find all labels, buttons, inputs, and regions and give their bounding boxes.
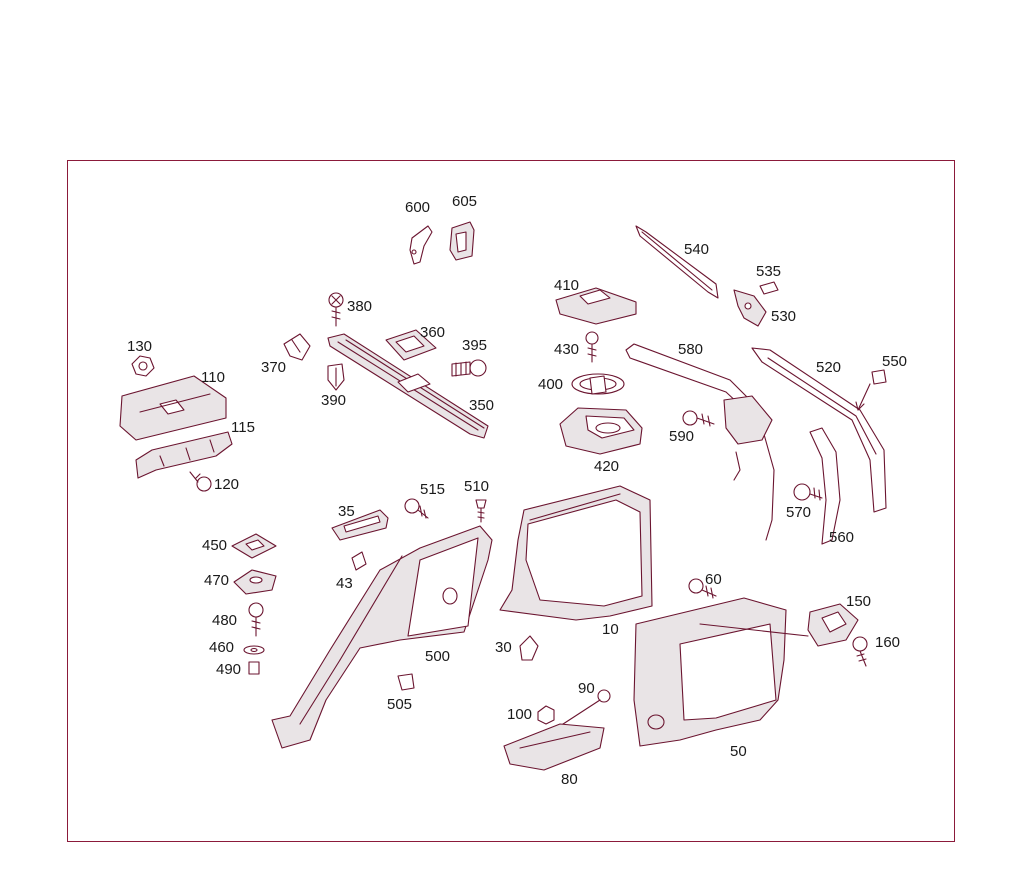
part-530-bracket xyxy=(733,289,767,327)
label-160: 160 xyxy=(875,634,900,651)
label-500: 500 xyxy=(425,648,450,665)
part-600-clip xyxy=(409,225,433,265)
part-505-clip xyxy=(397,673,415,691)
part-560-trim xyxy=(809,427,841,545)
part-360-cover xyxy=(385,329,437,361)
label-30: 30 xyxy=(495,639,512,656)
part-420-block xyxy=(559,407,643,455)
part-590-screw xyxy=(682,410,715,427)
part-160-screw xyxy=(852,636,868,667)
part-410-cover xyxy=(555,287,637,325)
label-60: 60 xyxy=(705,571,722,588)
label-100: 100 xyxy=(507,706,532,723)
label-43: 43 xyxy=(336,575,353,592)
part-350-sill-plate xyxy=(327,333,489,439)
label-510: 510 xyxy=(464,478,489,495)
label-50: 50 xyxy=(730,743,747,760)
label-480: 480 xyxy=(212,612,237,629)
label-530: 530 xyxy=(771,308,796,325)
part-510-screw xyxy=(475,499,487,523)
part-535-pin xyxy=(759,281,779,295)
part-150-bracket xyxy=(807,603,859,647)
label-130: 130 xyxy=(127,338,152,355)
label-550: 550 xyxy=(882,353,907,370)
label-110: 110 xyxy=(201,369,225,386)
part-470-holder xyxy=(233,569,277,595)
part-520-strip xyxy=(751,347,887,513)
part-10-trunk-trim xyxy=(499,485,653,621)
label-470: 470 xyxy=(204,572,229,589)
label-380: 380 xyxy=(347,298,372,315)
label-490: 490 xyxy=(216,661,241,678)
part-490-sleeve xyxy=(248,661,260,675)
label-580: 580 xyxy=(678,341,703,358)
part-60-screw xyxy=(688,578,717,599)
label-370: 370 xyxy=(261,359,286,376)
label-150: 150 xyxy=(846,593,871,610)
part-380-screw xyxy=(328,292,344,327)
label-410: 410 xyxy=(554,277,579,294)
label-520: 520 xyxy=(816,359,841,376)
label-80: 80 xyxy=(561,771,578,788)
label-420: 420 xyxy=(594,458,619,475)
diagram-frame xyxy=(67,160,955,842)
part-515-screw xyxy=(404,498,429,519)
part-43-clip xyxy=(351,551,367,571)
label-90: 90 xyxy=(578,680,595,697)
part-390-clip xyxy=(327,363,345,391)
part-450-pad xyxy=(231,533,277,559)
label-115: 115 xyxy=(231,419,255,436)
part-115-bracket xyxy=(135,431,233,479)
label-450: 450 xyxy=(202,537,227,554)
label-10: 10 xyxy=(602,621,619,638)
part-90-screw xyxy=(559,689,611,727)
part-460-washer xyxy=(243,645,265,655)
part-395-screw xyxy=(451,359,487,377)
part-580-bracket xyxy=(723,395,773,481)
part-430-screw xyxy=(585,331,599,363)
part-80-bracket xyxy=(503,723,605,771)
label-430: 430 xyxy=(554,341,579,358)
label-505: 505 xyxy=(387,696,412,713)
part-540-strip xyxy=(635,225,719,299)
label-35: 35 xyxy=(338,503,355,520)
part-35-handle xyxy=(331,509,389,541)
label-390: 390 xyxy=(321,392,346,409)
part-480-screw xyxy=(248,602,264,637)
part-370-clip xyxy=(283,333,311,361)
label-540: 540 xyxy=(684,241,709,258)
part-500-trim-panel xyxy=(271,525,493,749)
label-120: 120 xyxy=(214,476,239,493)
part-120-screw xyxy=(189,471,212,492)
label-605: 605 xyxy=(452,193,477,210)
part-30-clip xyxy=(519,635,539,661)
part-400-ring xyxy=(571,373,625,395)
part-550-pin xyxy=(855,369,887,411)
label-560: 560 xyxy=(829,529,854,546)
label-460: 460 xyxy=(209,639,234,656)
part-130-nut xyxy=(131,355,155,377)
part-605-cap xyxy=(449,221,475,261)
label-395: 395 xyxy=(462,337,487,354)
part-50-side-panel xyxy=(633,597,809,747)
label-590: 590 xyxy=(669,428,694,445)
label-570: 570 xyxy=(786,504,811,521)
label-535: 535 xyxy=(756,263,781,280)
label-600: 600 xyxy=(405,199,430,216)
label-400: 400 xyxy=(538,376,563,393)
part-110-cover xyxy=(119,375,227,441)
label-515: 515 xyxy=(420,481,445,498)
label-360: 360 xyxy=(420,324,445,341)
part-100-nut xyxy=(537,705,555,725)
part-570-screw xyxy=(793,483,823,501)
label-350: 350 xyxy=(469,397,494,414)
